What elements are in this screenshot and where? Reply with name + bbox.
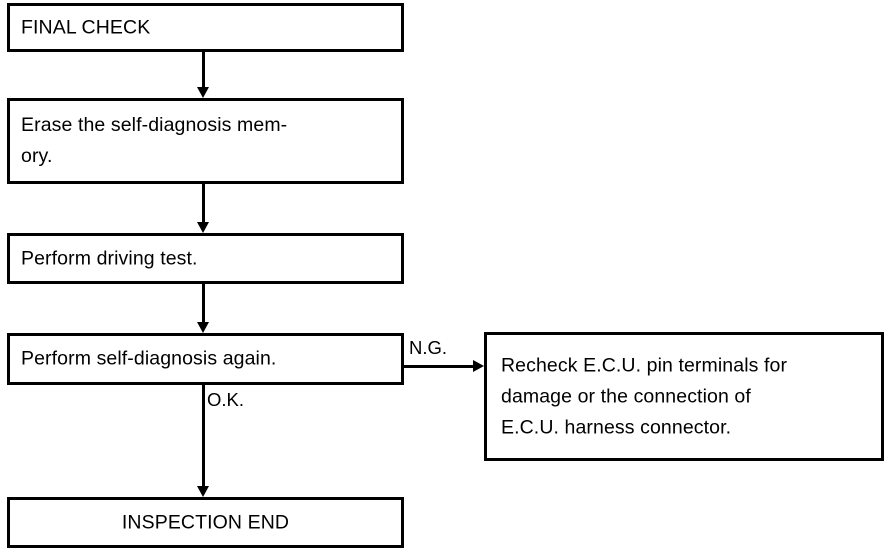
node-final-check[interactable]: FINAL CHECK [7, 3, 404, 52]
connector-stem [404, 365, 474, 368]
connector-ng-branch [404, 360, 484, 373]
node-self-diagnosis-again[interactable]: Perform self-diagnosis again. [7, 333, 404, 385]
connector-driving-test-to-self-diagnosis [197, 284, 210, 333]
connector-final-check-to-erase-memory [197, 52, 210, 98]
edge-label-ng: N.G. [409, 337, 448, 358]
node-final-check-label: FINAL CHECK [21, 16, 151, 38]
connector-stem [202, 284, 205, 322]
edge-label-ok: O.K. [207, 389, 245, 410]
arrowhead-down-icon [197, 322, 209, 333]
node-inspection-end[interactable]: INSPECTION END [7, 497, 404, 548]
node-erase-memory[interactable]: Erase the self-diagnosis mem- ory. [7, 98, 404, 184]
node-self-diagnosis-again-label: Perform self-diagnosis again. [21, 347, 277, 370]
connector-ok-branch [197, 385, 210, 497]
arrowhead-right-icon [473, 360, 484, 372]
connector-stem [202, 52, 205, 87]
node-erase-memory-label: Erase the self-diagnosis mem- ory. [21, 114, 288, 167]
connector-erase-memory-to-driving-test [197, 184, 210, 233]
node-recheck-ecu[interactable]: Recheck E.C.U. pin terminals for damage … [484, 332, 884, 461]
arrowhead-down-icon [197, 486, 209, 497]
connector-stem [202, 184, 205, 222]
arrowhead-down-icon [197, 222, 209, 233]
node-driving-test-label: Perform driving test. [21, 247, 198, 269]
node-inspection-end-label: INSPECTION END [121, 511, 290, 533]
node-recheck-ecu-label: Recheck E.C.U. pin terminals for damage … [501, 354, 788, 438]
connector-stem [202, 385, 205, 486]
arrowhead-down-icon [197, 87, 209, 98]
node-driving-test[interactable]: Perform driving test. [7, 233, 404, 284]
